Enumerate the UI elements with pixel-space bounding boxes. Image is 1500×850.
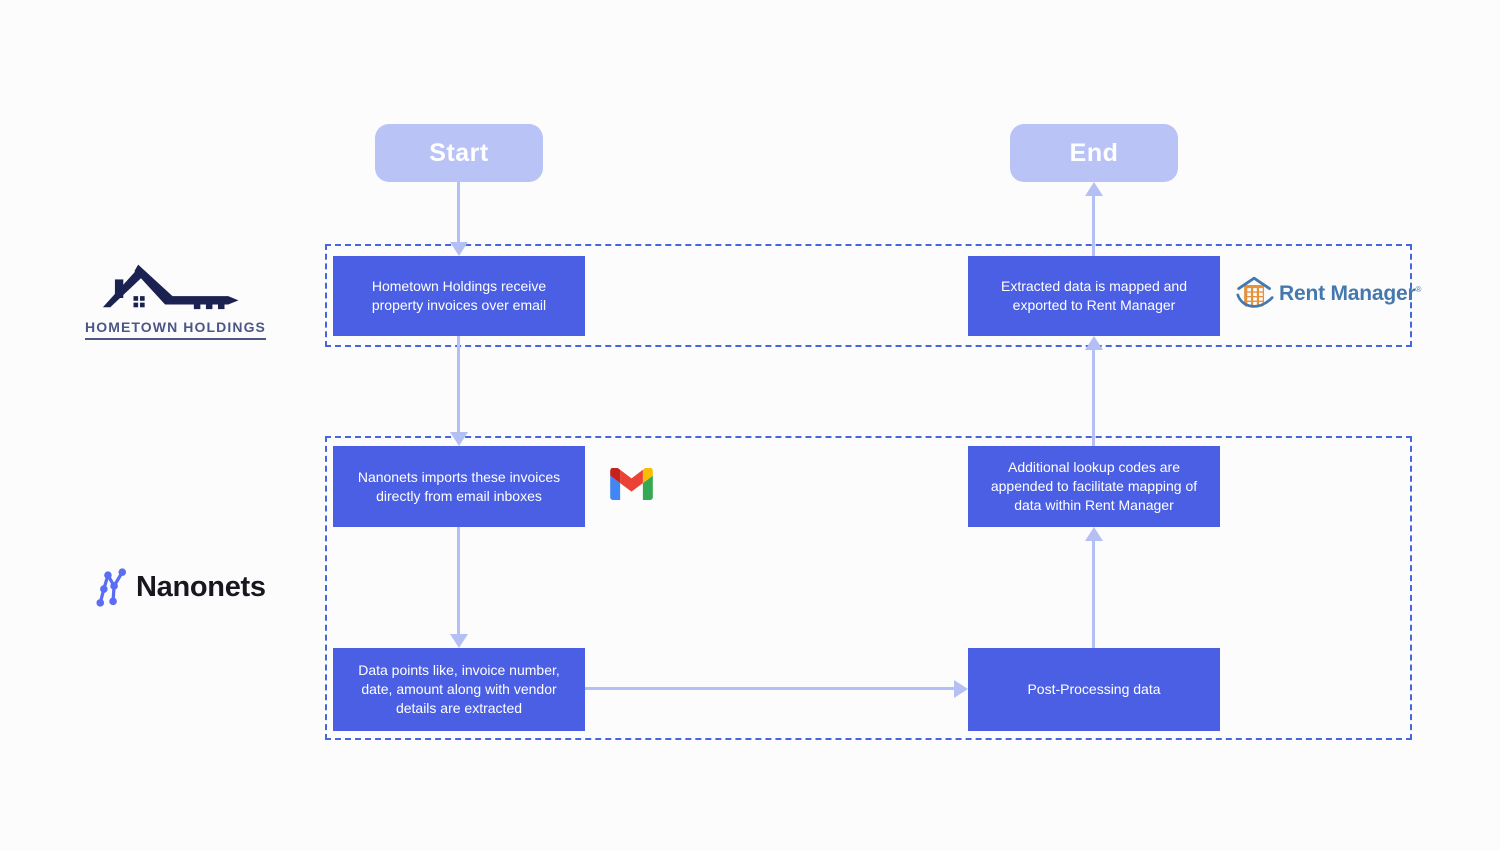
rent-manager-logo: Rent Manager® bbox=[1236, 274, 1421, 314]
arrow-extracted-to-end-line bbox=[1092, 196, 1095, 256]
arrow-lookup-to-extracted-head-icon bbox=[1085, 336, 1103, 350]
registered-trademark-mark: ® bbox=[1415, 285, 1422, 294]
rent-manager-building-icon bbox=[1236, 276, 1274, 308]
arrow-start-to-receive-line bbox=[457, 182, 460, 244]
arrow-start-to-receive-head-icon bbox=[450, 242, 468, 256]
flow-node-receive-invoices: Hometown Holdings receive property invoi… bbox=[333, 256, 585, 336]
arrow-postprocessing-to-lookup-line bbox=[1092, 541, 1095, 648]
nanonets-logo: Nanonets bbox=[94, 566, 266, 609]
lane-nanonets bbox=[325, 436, 1412, 740]
gmail-m-icon bbox=[610, 466, 653, 500]
arrow-imports-to-datapoints-head-icon bbox=[450, 634, 468, 648]
nanonets-network-icon bbox=[96, 568, 127, 607]
arrow-receive-to-imports-head-icon bbox=[450, 432, 468, 446]
gmail-icon bbox=[610, 466, 653, 505]
arrow-datapoints-to-postprocessing-head-icon bbox=[954, 680, 968, 698]
flow-node-imports-invoices: Nanonets imports these invoices directly… bbox=[333, 446, 585, 527]
start-node: Start bbox=[375, 124, 543, 182]
nanonets-wordmark: Nanonets bbox=[136, 571, 266, 603]
arrow-lookup-to-extracted-line bbox=[1092, 350, 1095, 446]
arrow-extracted-to-end-head-icon bbox=[1085, 182, 1103, 196]
flow-node-data-points: Data points like, invoice number, date, … bbox=[333, 648, 585, 731]
arrow-receive-to-imports-line bbox=[457, 336, 460, 433]
arrow-postprocessing-to-lookup-head-icon bbox=[1085, 527, 1103, 541]
arrow-imports-to-datapoints-line bbox=[457, 527, 460, 635]
end-node: End bbox=[1010, 124, 1178, 182]
hometown-holdings-logo: HOMETOWN HOLDINGS bbox=[85, 259, 266, 340]
flow-node-extracted-mapped: Extracted data is mapped and exported to… bbox=[968, 256, 1220, 336]
flow-node-lookup-codes: Additional lookup codes are appended to … bbox=[968, 446, 1220, 527]
lane-hometown-holdings bbox=[325, 244, 1412, 347]
hometown-holdings-house-key-icon bbox=[102, 264, 239, 310]
flow-node-post-processing: Post-Processing data bbox=[968, 648, 1220, 731]
arrow-datapoints-to-postprocessing-line bbox=[585, 687, 954, 690]
hometown-holdings-wordmark: HOMETOWN HOLDINGS bbox=[85, 319, 266, 340]
rent-manager-wordmark: Rent Manager® bbox=[1279, 282, 1421, 306]
rent-manager-wordmark-text: Rent Manager bbox=[1279, 282, 1416, 305]
